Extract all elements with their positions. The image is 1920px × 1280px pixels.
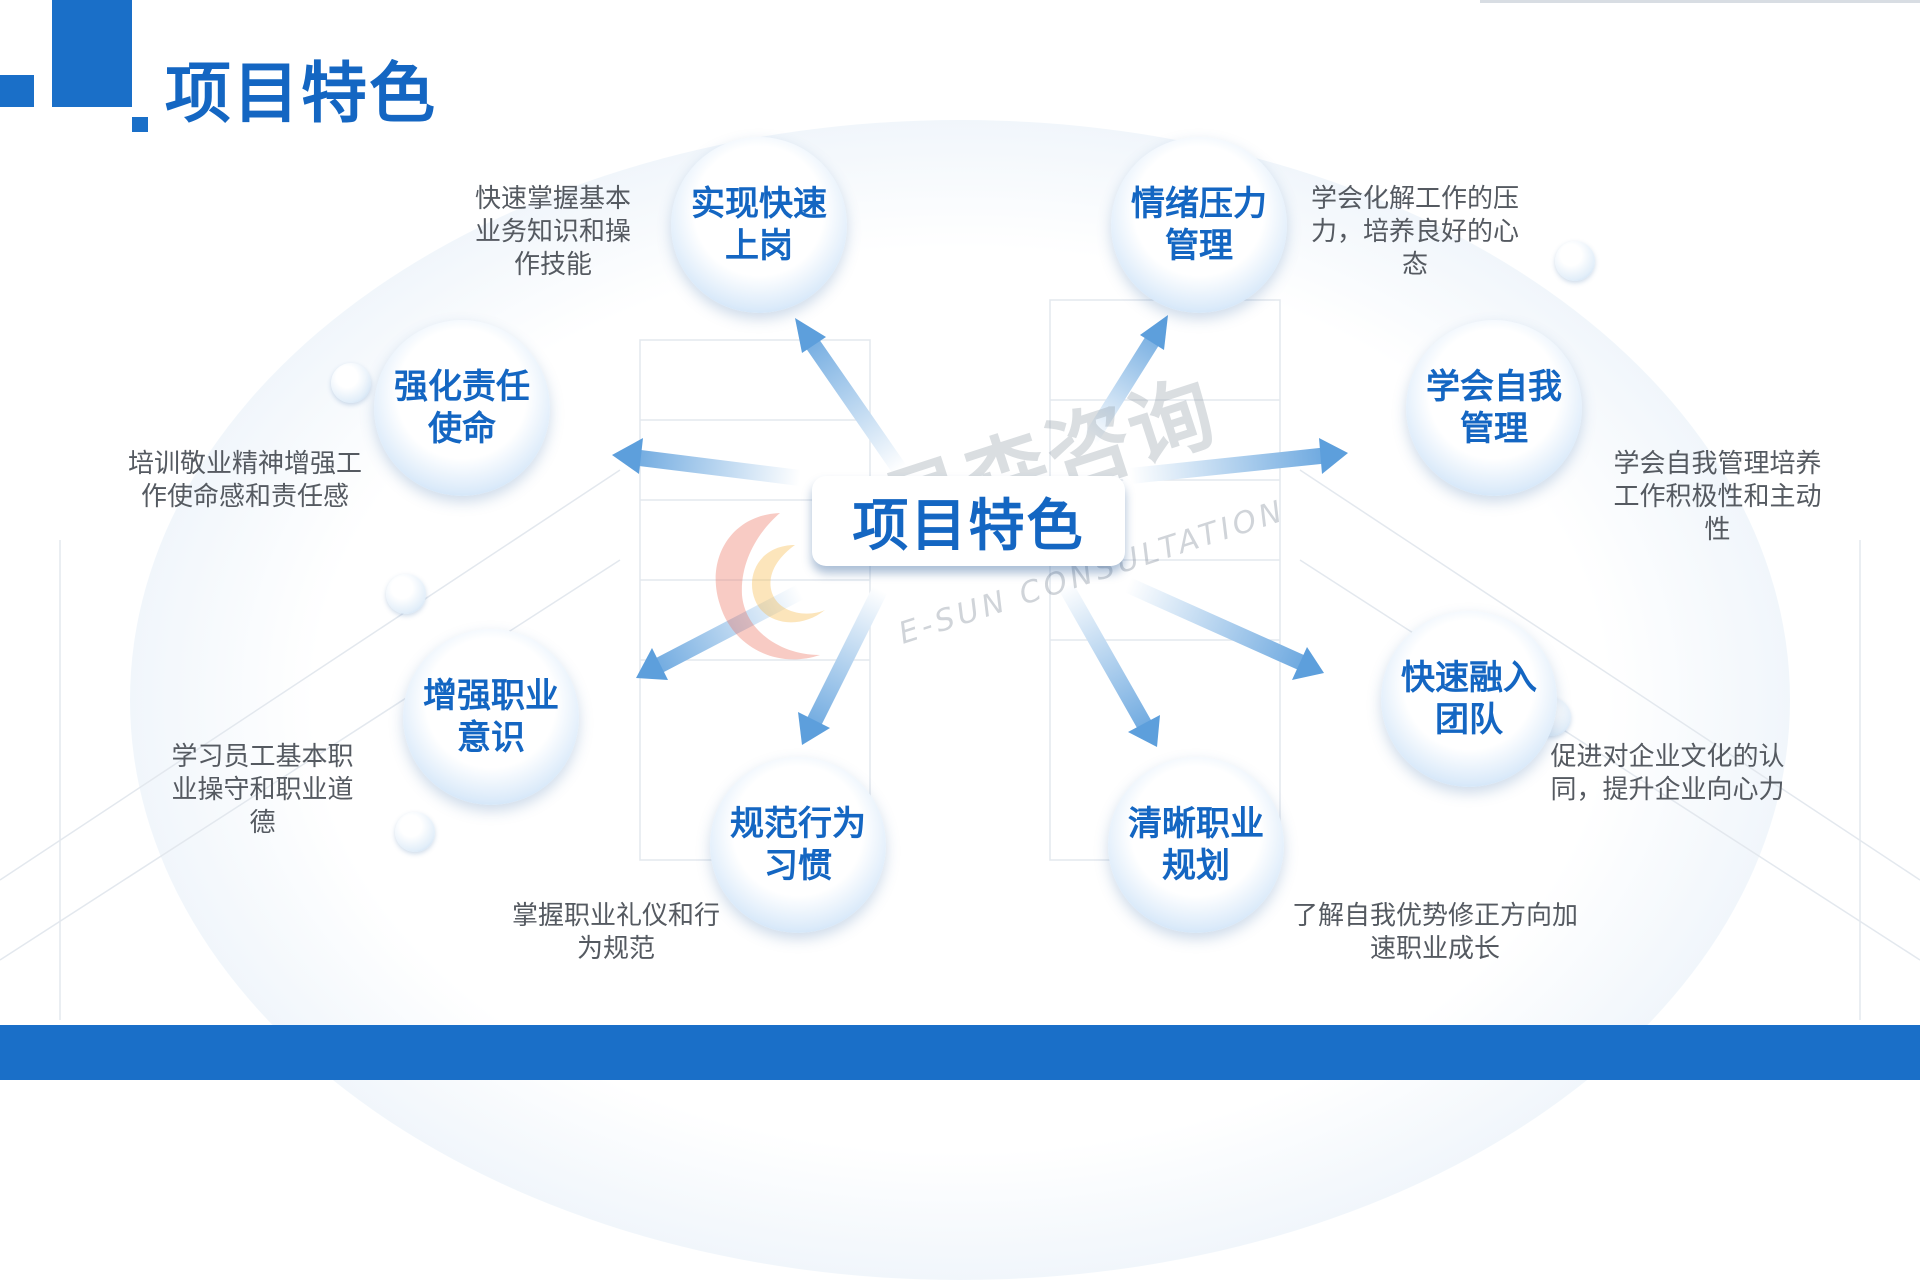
node-label: 强化责任使命 bbox=[394, 367, 530, 449]
node-responsibility: 强化责任使命 bbox=[374, 320, 550, 496]
arrow-to-rapid-onboarding bbox=[795, 318, 908, 478]
node-description: 掌握职业礼仪和行为规范 bbox=[511, 901, 720, 964]
arrow-to-career-planning bbox=[1057, 577, 1160, 747]
node-behavior-norms: 规范行为习惯 bbox=[710, 757, 886, 933]
node-description: 学会自我管理培养工作积极性和主动性 bbox=[1613, 449, 1822, 545]
node-label: 增强职业意识 bbox=[423, 676, 559, 758]
node-rapid-onboarding: 实现快速上岗 bbox=[671, 137, 847, 313]
arrow-to-professional-awareness bbox=[636, 584, 808, 680]
connector-arrows bbox=[612, 315, 1348, 747]
node-label: 情绪压力管理 bbox=[1131, 184, 1267, 266]
node-label: 快速融入团队 bbox=[1401, 658, 1537, 740]
node-description: 快速掌握基本业务知识和操作技能 bbox=[474, 184, 631, 280]
node-professional-awareness: 增强职业意识 bbox=[403, 629, 579, 805]
node-description: 学习员工基本职业操守和职业道德 bbox=[171, 742, 354, 838]
node-label: 清晰职业规划 bbox=[1128, 804, 1264, 886]
node-description: 促进对企业文化的认同，提升企业向心力 bbox=[1550, 742, 1785, 805]
node-label: 学会自我管理 bbox=[1426, 367, 1562, 449]
node-label: 规范行为习惯 bbox=[730, 804, 866, 886]
node-career-planning: 清晰职业规划 bbox=[1108, 757, 1284, 933]
logo-block-large bbox=[52, 0, 132, 107]
node-team-integration: 快速融入团队 bbox=[1381, 611, 1557, 787]
top-divider bbox=[1480, 0, 1920, 3]
node-emotional-stress: 情绪压力管理 bbox=[1111, 137, 1287, 313]
page-title: 项目特色 bbox=[165, 55, 437, 132]
decor-bubble bbox=[331, 363, 371, 403]
arrow-to-emotional-stress bbox=[1082, 315, 1168, 448]
decor-bubble bbox=[1555, 241, 1595, 281]
arrow-to-behavior-norms bbox=[798, 582, 888, 745]
node-description: 培训敬业精神增强工作使命感和责任感 bbox=[127, 449, 362, 512]
decor-bubble bbox=[395, 812, 435, 852]
center-label: 项目特色 bbox=[852, 493, 1085, 559]
arrow-to-self-management bbox=[1122, 438, 1348, 484]
logo-block-small bbox=[0, 75, 34, 107]
center-node: 项目特色 bbox=[812, 476, 1125, 566]
logo-block-tiny bbox=[132, 117, 148, 132]
node-self-management: 学会自我管理 bbox=[1406, 320, 1582, 496]
arrow-to-responsibility bbox=[612, 438, 808, 486]
arrow-to-team-integration bbox=[1120, 577, 1324, 680]
node-description: 了解自我优势修正方向加速职业成长 bbox=[1291, 901, 1578, 964]
watermark-logo-icon bbox=[715, 513, 825, 660]
node-label: 实现快速上岗 bbox=[691, 184, 827, 266]
footer-bar bbox=[0, 1025, 1920, 1080]
node-description: 学会化解工作的压力，培养良好的心态 bbox=[1310, 184, 1519, 280]
decor-bubble bbox=[386, 574, 426, 614]
